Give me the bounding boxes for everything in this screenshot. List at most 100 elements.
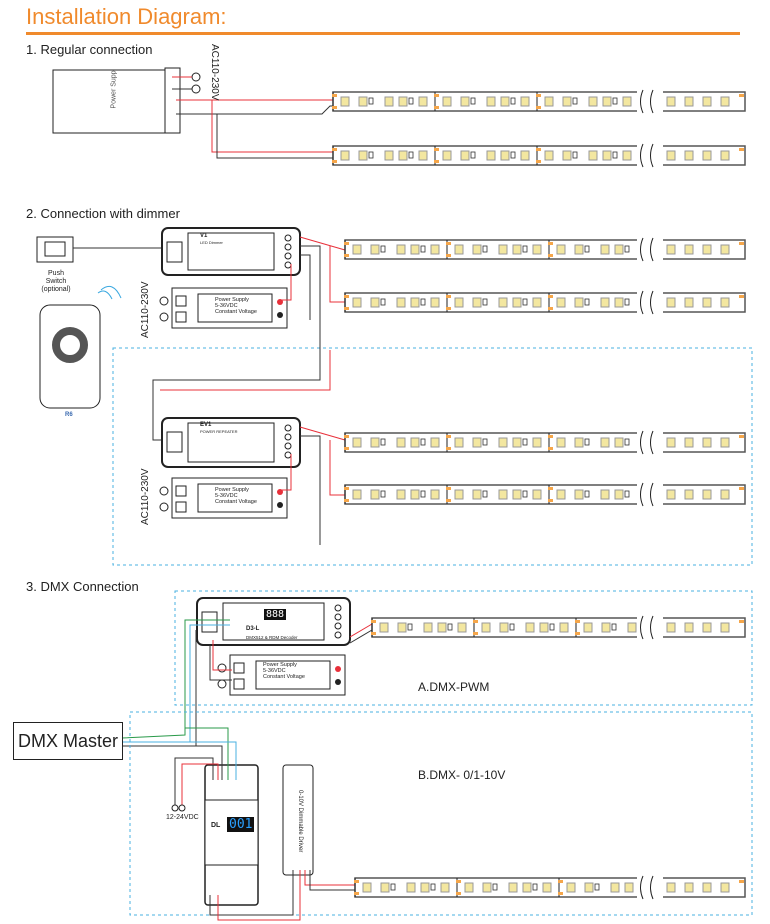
controller-panel <box>187 232 275 271</box>
psu-terminal <box>233 662 245 674</box>
solder-pad <box>332 106 337 109</box>
led-chip <box>684 244 694 255</box>
wire <box>217 870 301 921</box>
wire <box>211 100 333 153</box>
solder-pad <box>332 148 337 151</box>
repeater-dashed-area <box>112 347 753 566</box>
solder-pad <box>548 307 553 310</box>
led-chip <box>532 297 542 308</box>
led-chip <box>666 297 676 308</box>
led-chip <box>584 882 594 893</box>
solder-pad <box>446 242 451 245</box>
repeater-name: EV1 <box>200 422 212 428</box>
solder-pad <box>344 307 349 310</box>
led-chip <box>600 437 610 448</box>
psu-negative-terminal <box>277 312 283 318</box>
wire <box>190 741 237 780</box>
led-chip <box>512 244 522 255</box>
live-terminal-icon <box>159 486 169 496</box>
led-chip <box>498 437 508 448</box>
solder-pad <box>548 435 553 438</box>
push-switch-button <box>44 241 66 257</box>
dl-panel <box>204 799 259 866</box>
led-chip <box>614 297 624 308</box>
led-chip <box>702 437 712 448</box>
psu-terminal <box>175 311 187 323</box>
wire <box>216 114 333 159</box>
dl-name: DL <box>211 822 221 829</box>
resistor <box>572 97 578 105</box>
ac-label-3: AC110-230V <box>140 468 151 525</box>
remote-label: R6 <box>65 412 73 418</box>
power-supply-unit <box>52 69 171 134</box>
strip-break-mark <box>640 290 654 315</box>
solder-pad <box>446 447 451 450</box>
led-chip <box>702 622 712 633</box>
solder-pad <box>739 295 744 298</box>
resistor <box>492 883 498 891</box>
resistor <box>482 245 488 253</box>
led-chip <box>370 244 380 255</box>
led-chip <box>380 882 390 893</box>
led-chip <box>622 150 632 161</box>
output-terminal <box>284 424 292 432</box>
led-chip <box>684 96 694 107</box>
led-chip <box>499 622 509 633</box>
output-terminal <box>334 622 342 630</box>
solder-pad <box>739 620 744 623</box>
solder-pad <box>371 620 376 623</box>
led-chip <box>562 150 572 161</box>
led-chip <box>610 882 620 893</box>
solder-pad <box>344 499 349 502</box>
solder-pad <box>536 148 541 151</box>
led-chip <box>702 150 712 161</box>
input-terminal-block <box>201 611 218 633</box>
led-chip <box>430 297 440 308</box>
brightness-wheel <box>52 327 88 363</box>
solder-pad <box>434 106 439 109</box>
led-chip <box>720 150 730 161</box>
resistor <box>522 298 528 306</box>
input-terminal-block <box>166 241 183 263</box>
wire <box>212 640 232 671</box>
led-chip <box>556 244 566 255</box>
psu-label-frame <box>197 483 273 513</box>
output-terminal <box>284 234 292 242</box>
led-chip <box>397 622 407 633</box>
led-chip <box>720 489 730 500</box>
led-chip <box>666 244 676 255</box>
led-chip <box>437 622 447 633</box>
output-terminal <box>284 243 292 251</box>
analog-label: B.DMX- 0/1-10V <box>418 768 506 782</box>
dmx-wire-green <box>121 619 230 739</box>
resistor <box>612 151 618 159</box>
solder-pad <box>344 242 349 245</box>
wire <box>176 105 333 115</box>
resistor <box>611 623 617 631</box>
neutral-terminal-icon <box>191 84 201 94</box>
led-chip <box>430 244 440 255</box>
led-chip <box>454 437 464 448</box>
output-terminal <box>334 613 342 621</box>
led-chip <box>398 150 408 161</box>
wire <box>196 745 223 780</box>
psu-positive-terminal <box>335 666 341 672</box>
led-chip <box>370 297 380 308</box>
led-chip <box>472 297 482 308</box>
output-terminal <box>284 442 292 450</box>
led-chip <box>460 150 470 161</box>
led-chip <box>520 150 530 161</box>
led-chip <box>454 489 464 500</box>
led-chip <box>464 882 474 893</box>
led-chip <box>627 622 637 633</box>
led-chip <box>410 297 420 308</box>
solder-pad <box>344 447 349 450</box>
psu-terminal <box>175 501 187 513</box>
ac-label-1: AC110-230V <box>209 44 220 101</box>
led-chip <box>600 297 610 308</box>
resistor <box>624 490 630 498</box>
wire <box>160 350 331 391</box>
strip-break-mark <box>640 482 654 507</box>
section-regular-title: 1. Regular connection <box>26 42 153 57</box>
solder-pad <box>575 632 580 635</box>
